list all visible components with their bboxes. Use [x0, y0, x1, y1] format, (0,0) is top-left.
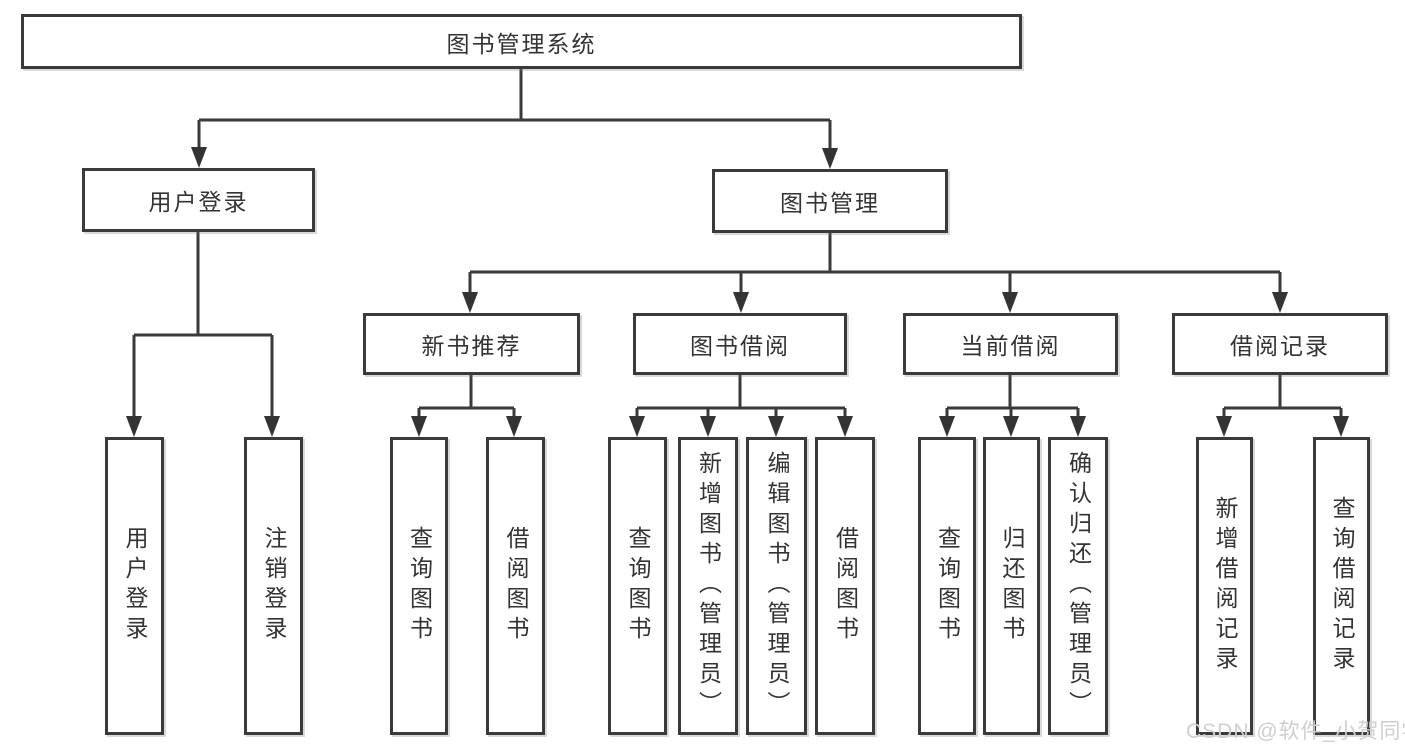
node-label: 注销登录 — [261, 526, 287, 646]
node-label: 查询借阅记录 — [1329, 496, 1355, 676]
leaf-confirm-return-admin: 确认归还（管理员） — [1048, 437, 1108, 735]
node-label: 借阅图书 — [832, 526, 859, 646]
node-borrowing-records: 借阅记录 — [1172, 313, 1388, 375]
leaf-query-books-current: 查询图书 — [918, 437, 976, 735]
leaf-add-book-admin: 新增图书（管理员） — [678, 437, 738, 735]
leaf-query-books-recommend: 查询图书 — [390, 437, 448, 735]
node-label: 新书推荐 — [421, 333, 522, 359]
node-label: 借阅图书 — [503, 526, 529, 646]
node-user-login: 用户登录 — [82, 168, 315, 232]
leaf-add-borrow-record: 新增借阅记录 — [1196, 437, 1253, 735]
node-label: 查询图书 — [934, 526, 961, 646]
node-label: 图书借阅 — [690, 333, 790, 359]
node-label: 归还图书 — [999, 526, 1025, 646]
leaf-borrow-books-recommend: 借阅图书 — [486, 437, 545, 735]
node-current-borrowing: 当前借阅 — [903, 313, 1118, 375]
node-label: 图书管理系统 — [446, 30, 597, 57]
leaf-logout: 注销登录 — [244, 437, 303, 735]
leaf-edit-book-admin: 编辑图书（管理员） — [746, 437, 807, 735]
leaf-return-books: 归还图书 — [983, 437, 1040, 735]
node-book-management: 图书管理 — [712, 169, 948, 233]
leaf-borrow-books-borrowing: 借阅图书 — [815, 437, 875, 735]
node-label: 编辑图书（管理员） — [764, 451, 790, 721]
node-label: 确认归还（管理员） — [1065, 451, 1092, 721]
node-label: 借阅记录 — [1230, 333, 1330, 359]
csdn-watermark: CSDN @软件_小贺同学 — [1186, 720, 1405, 743]
node-new-book-recommendation: 新书推荐 — [363, 313, 580, 375]
leaf-query-books-borrowing: 查询图书 — [608, 437, 667, 735]
node-label: 新增借阅记录 — [1212, 496, 1238, 676]
leaf-user-login: 用户登录 — [105, 437, 164, 735]
node-label: 用户登录 — [148, 189, 249, 215]
node-label: 用户登录 — [122, 526, 148, 646]
node-label: 新增图书（管理员） — [695, 451, 722, 721]
node-library-management-system: 图书管理系统 — [21, 14, 1022, 69]
leaf-query-borrow-record: 查询借阅记录 — [1313, 437, 1370, 735]
node-label: 查询图书 — [406, 526, 433, 646]
node-book-borrowing: 图书借阅 — [633, 313, 847, 375]
node-label: 当前借阅 — [960, 333, 1061, 359]
node-label: 查询图书 — [625, 526, 651, 646]
node-label: 图书管理 — [780, 190, 880, 216]
